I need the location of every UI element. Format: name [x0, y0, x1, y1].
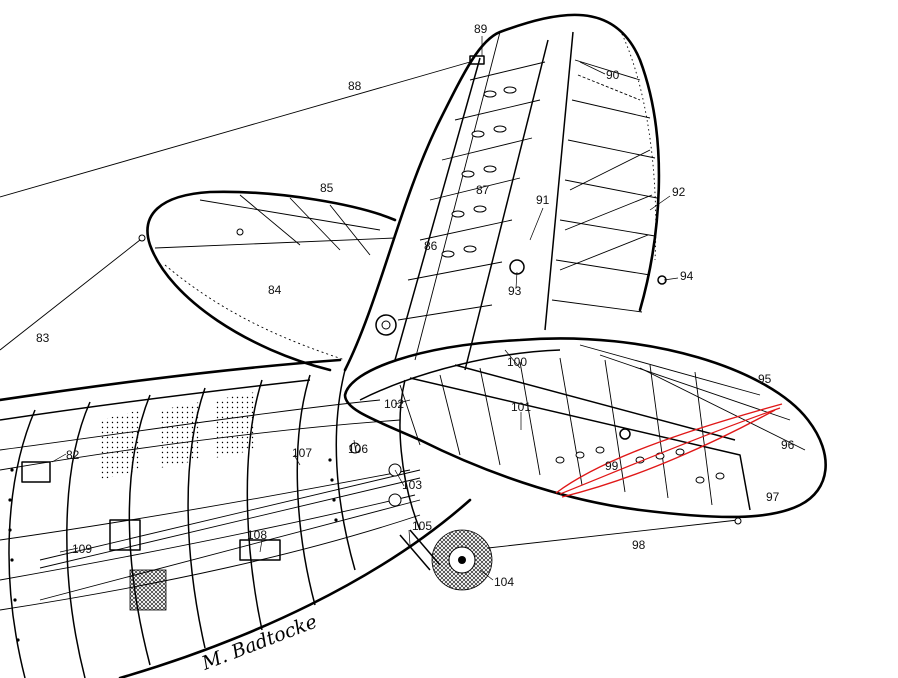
callout-109: 109	[72, 542, 92, 556]
callout-92: 92	[672, 185, 686, 199]
highlight-mark	[555, 403, 783, 498]
callout-107: 107	[292, 446, 312, 460]
callout-85: 85	[320, 181, 334, 195]
callout-90: 90	[606, 68, 620, 82]
callout-96: 96	[781, 438, 795, 452]
callout-leaders	[51, 36, 679, 581]
callout-99: 99	[605, 459, 619, 473]
callout-106: 106	[348, 442, 368, 456]
callout-87: 87	[476, 183, 490, 197]
aerial-wires	[0, 61, 739, 549]
callout-94: 94	[680, 269, 694, 283]
left-tailplane	[138, 190, 397, 372]
callout-102: 102	[384, 397, 404, 411]
callout-93: 93	[508, 284, 522, 298]
callout-88: 88	[348, 79, 362, 93]
callout-104: 104	[494, 575, 514, 589]
callout-84: 84	[268, 283, 282, 297]
right-tailplane	[343, 337, 827, 525]
callout-97: 97	[766, 490, 780, 504]
fin-and-rudder	[343, 13, 667, 372]
callout-95: 95	[758, 372, 772, 386]
callout-108: 108	[247, 528, 267, 542]
callout-labels: 82 83 84 85 86 87 88 89 90 91 92 93 94 9…	[36, 22, 795, 589]
rear-fuselage	[0, 358, 472, 678]
callout-86: 86	[424, 239, 438, 253]
callout-91: 91	[536, 193, 550, 207]
callout-103: 103	[402, 478, 422, 492]
callout-83: 83	[36, 331, 50, 345]
tailwheel	[399, 529, 493, 591]
callout-100: 100	[507, 355, 527, 369]
callout-89: 89	[474, 22, 488, 36]
callout-82: 82	[66, 448, 80, 462]
callout-105: 105	[412, 519, 432, 533]
callout-98: 98	[632, 538, 646, 552]
artist-signature: M. Badtocke	[198, 611, 320, 675]
callout-101: 101	[511, 400, 531, 414]
